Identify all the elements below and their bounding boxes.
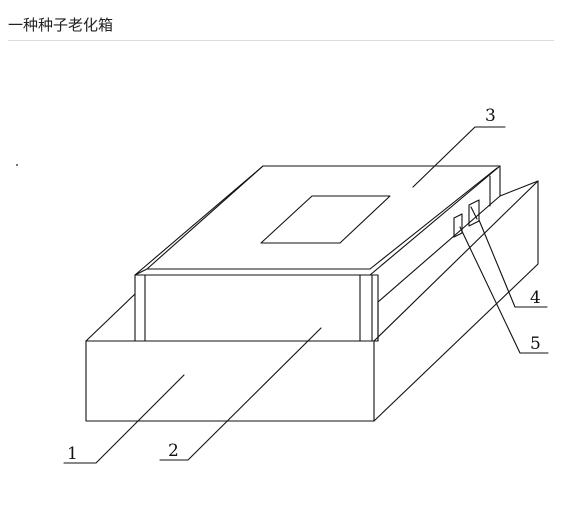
- leader-5: [459, 226, 549, 354]
- lid-top-face: [134, 165, 501, 276]
- lid-front-bevel: [146, 167, 498, 270]
- leader-1: [63, 374, 185, 464]
- base-box-front-face: [85, 340, 375, 422]
- base-box-top-back-rim: [499, 180, 539, 197]
- label-4: 4: [530, 288, 541, 308]
- label-1: 1: [67, 444, 78, 464]
- inner-body: [134, 274, 379, 342]
- leader-4: [478, 219, 548, 308]
- leader-2: [159, 327, 322, 461]
- label-5: 5: [530, 334, 541, 354]
- side-controls: [453, 199, 480, 238]
- inner-body-front-face: [134, 274, 379, 342]
- leader-3: [412, 126, 506, 188]
- stray-dot: [16, 164, 18, 166]
- base-box-right-face: [373, 180, 539, 422]
- lid-right-side: [377, 165, 501, 342]
- base-box-top-left-rim: [85, 293, 136, 342]
- leader-lines: [63, 126, 549, 464]
- base-box: [85, 180, 539, 422]
- page-title: 一种种子老化箱: [8, 16, 114, 34]
- side-control-4-detail: [470, 206, 478, 220]
- lid: [134, 165, 501, 342]
- title-divider: [8, 40, 554, 41]
- lid-window: [260, 195, 391, 244]
- side-control-5: [453, 213, 463, 238]
- label-3: 3: [485, 106, 496, 126]
- label-2: 2: [168, 441, 179, 461]
